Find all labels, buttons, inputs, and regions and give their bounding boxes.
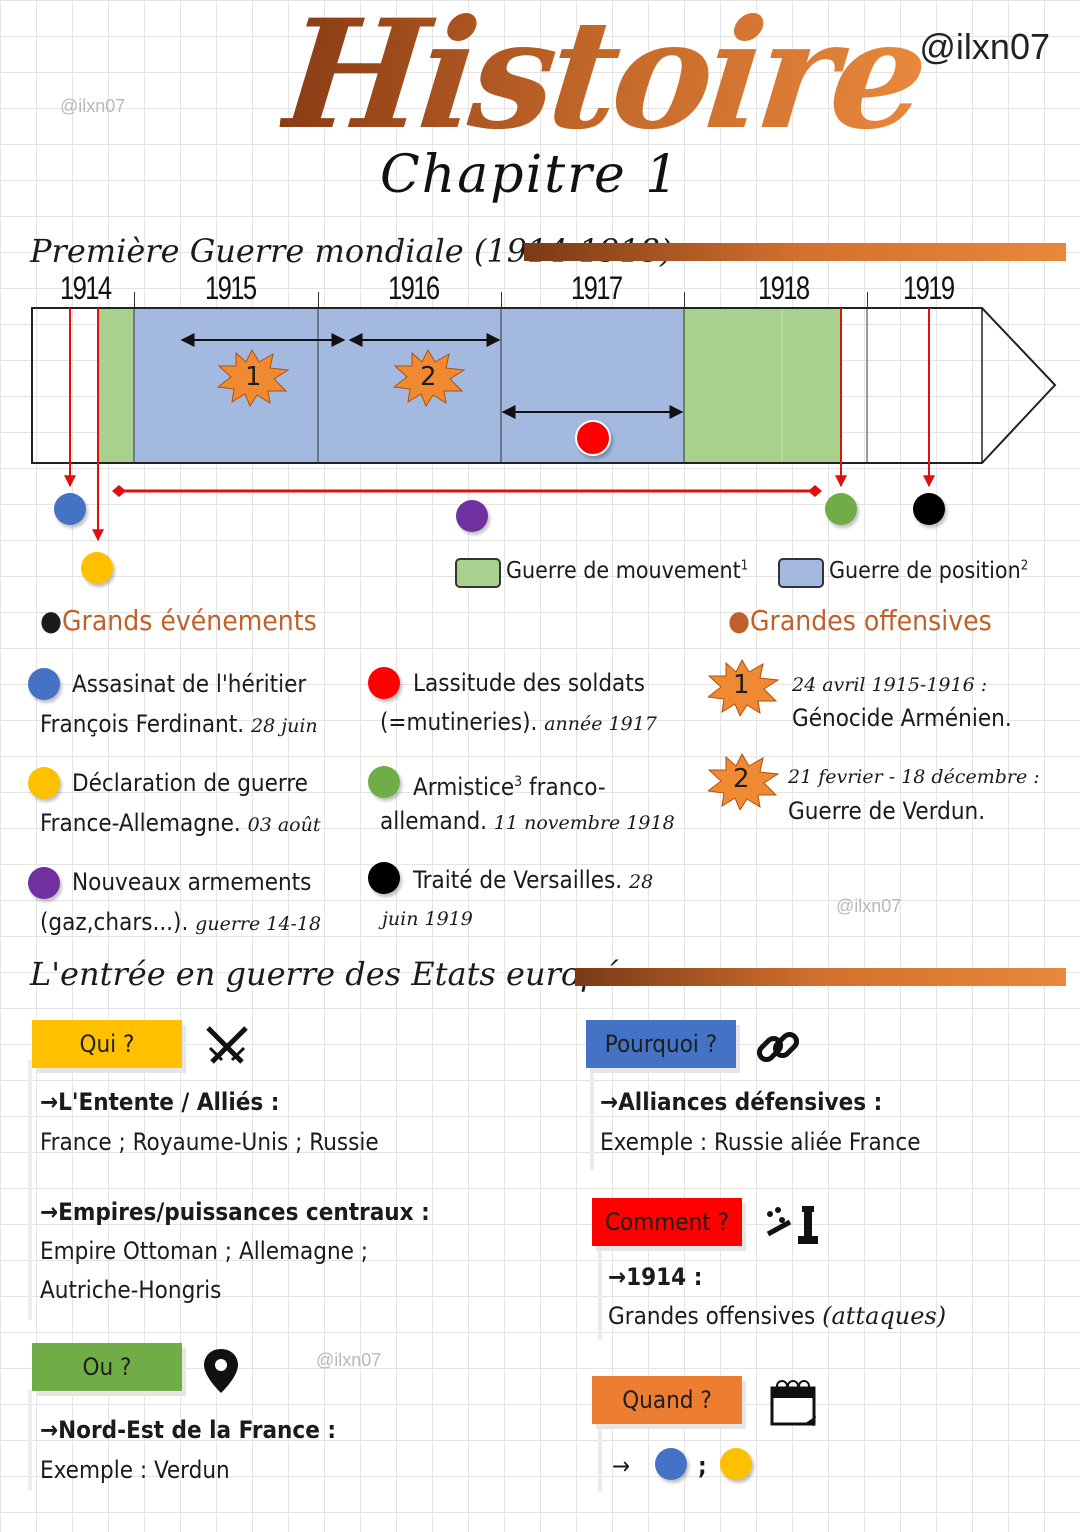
green-dot-armistice <box>825 493 857 525</box>
offensive-text: Guerre de Verdun. <box>788 797 986 825</box>
year-label: 1915 <box>205 270 257 306</box>
chapter-subtitle: Chapitre 1 <box>380 145 681 205</box>
event-line: Nouveaux armements <box>72 868 312 896</box>
link-icon <box>756 1031 800 1063</box>
event-line: France-Allemagne. 03 août <box>40 809 321 837</box>
yellow-dot <box>28 767 60 799</box>
legend-swatch-movement <box>455 558 501 588</box>
event-line: juin 1919 <box>382 908 473 930</box>
event-line: François Ferdinant. 28 juin <box>40 710 318 738</box>
comment-text: Grandes offensives (attaques) <box>608 1302 947 1330</box>
blue-dot <box>655 1448 687 1480</box>
label-qui: Qui ? <box>32 1020 182 1068</box>
movement-band <box>684 308 840 463</box>
quand-separator: ; <box>698 1452 707 1480</box>
offensive-text: Génocide Arménien. <box>792 704 1012 732</box>
qui-heading-entente: →L'Entente / Alliés : <box>40 1088 280 1116</box>
year-label: 1919 <box>903 270 955 306</box>
movement-band <box>98 308 134 463</box>
event-line: allemand. 11 novembre 1918 <box>380 807 675 835</box>
year-tick <box>501 292 502 308</box>
legend-movement: Guerre de mouvement1 <box>506 558 749 584</box>
watermark: @ilxn07 <box>836 896 902 916</box>
pourquoi-text: Exemple : Russie aliée France <box>600 1128 921 1156</box>
red-dot <box>368 667 400 699</box>
year-tick <box>318 292 319 308</box>
legend-swatch-position <box>778 558 824 588</box>
section-bar <box>575 968 1066 986</box>
burst-number: 1 <box>733 670 750 700</box>
burst-icon <box>708 752 780 810</box>
black-dot <box>368 862 400 894</box>
event-line: (gaz,chars...). guerre 14-18 <box>40 908 322 936</box>
purple-dot <box>28 867 60 899</box>
yellow-dot-declaration <box>81 552 113 584</box>
timeline-frame <box>31 307 1057 464</box>
offensive-date: 24 avril 1915-1916 : <box>792 674 988 696</box>
comment-heading: →1914 : <box>608 1263 703 1291</box>
year-label: 1917 <box>571 270 623 306</box>
event-line: Traité de Versailles. 28 <box>413 866 654 894</box>
author-handle: @ilxn07 <box>919 26 1050 67</box>
page-title: Histoire <box>275 0 931 163</box>
burst-icon <box>392 348 466 408</box>
event-line: Assasinat de l'héritier <box>72 670 307 698</box>
heading-grandes-offensives: ●Grandes offensives <box>728 604 992 637</box>
label-quand: Quand ? <box>592 1376 742 1424</box>
black-dot-versailles <box>913 493 945 525</box>
offensive-date: 21 fevrier - 18 décembre : <box>788 766 1040 788</box>
event-line: (=mutineries). année 1917 <box>380 708 657 736</box>
year-label: 1916 <box>388 270 440 306</box>
year-tick <box>867 292 868 308</box>
calendar-icon <box>770 1380 816 1426</box>
year-label: 1914 <box>60 270 112 306</box>
green-dot <box>368 766 400 798</box>
section-bar <box>524 243 1066 261</box>
legend-position: Guerre de position2 <box>829 558 1029 584</box>
watermark: @ilxn07 <box>60 96 126 116</box>
timeline-diagram <box>31 307 1057 542</box>
quand-arrow: → <box>612 1452 631 1480</box>
burst-number: 2 <box>420 362 437 392</box>
qui-text-entente: France ; Royaume-Unis ; Russie <box>40 1128 379 1156</box>
crossed-swords-icon <box>206 1026 248 1064</box>
blue-dot-assassination <box>54 493 86 525</box>
qui-text-centraux: Empire Ottoman ; Allemagne ; <box>40 1237 369 1265</box>
red-dot-mutiny <box>575 420 611 456</box>
year-tick <box>134 292 135 308</box>
location-pin-icon <box>204 1349 238 1393</box>
yellow-dot <box>720 1448 752 1480</box>
label-comment: Comment ? <box>592 1198 742 1246</box>
heading-grands-evenements: ●Grands événements <box>40 604 317 637</box>
ou-text: Exemple : Verdun <box>40 1456 230 1484</box>
blue-dot <box>28 668 60 700</box>
event-line: Déclaration de guerre <box>72 769 308 797</box>
watermark: @ilxn07 <box>316 1350 382 1370</box>
burst-icon <box>708 658 780 716</box>
year-tick <box>684 292 685 308</box>
event-line: Armistice3 franco- <box>413 773 606 801</box>
strategy-icon <box>766 1206 818 1244</box>
qui-heading-centraux: →Empires/puissances centraux : <box>40 1198 430 1226</box>
ou-heading: →Nord-Est de la France : <box>40 1416 337 1444</box>
burst-number: 1 <box>245 362 262 392</box>
event-line: Lassitude des soldats <box>413 669 645 697</box>
qui-text-centraux: Autriche-Hongris <box>40 1276 222 1304</box>
label-pourquoi: Pourquoi ? <box>586 1020 736 1068</box>
purple-dot-weapons <box>456 500 488 532</box>
year-label: 1918 <box>758 270 810 306</box>
burst-icon <box>216 348 290 408</box>
burst-number: 2 <box>733 764 750 794</box>
label-ou: Ou ? <box>32 1343 182 1391</box>
pourquoi-heading: →Alliances défensives : <box>600 1088 883 1116</box>
section-title-entry: L'entrée en guerre des Etats européens <box>30 955 676 993</box>
